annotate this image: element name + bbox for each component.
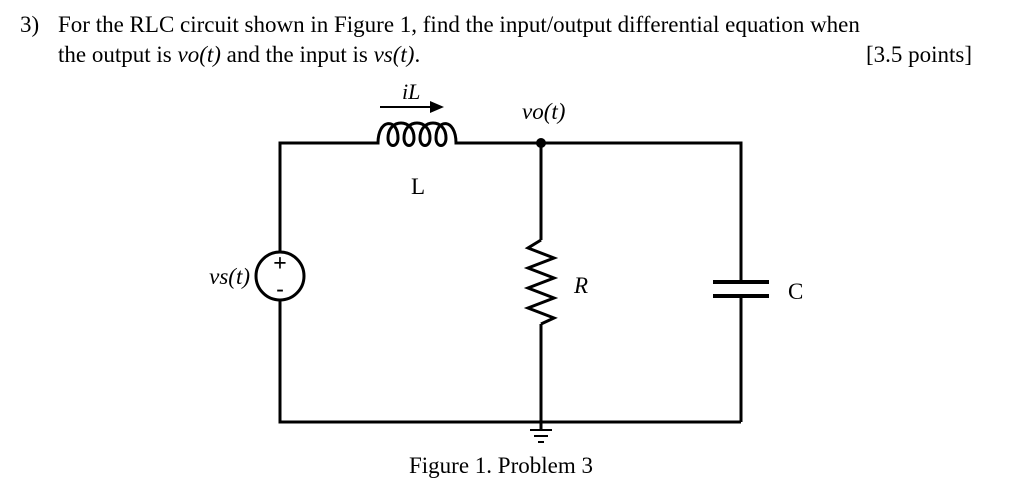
problem-line-2: the output is vo(t) and the input is vs(… <box>20 40 1010 70</box>
problem-text-segment: the output is <box>58 42 178 67</box>
problem-text-segment: . <box>414 42 421 67</box>
ground-symbol <box>530 429 552 443</box>
inductor-symbol <box>372 121 466 147</box>
node-dot <box>536 138 546 148</box>
source-label: vs(t) <box>209 264 250 289</box>
node-voltage-label: vo(t) <box>522 99 565 124</box>
current-label: iL <box>402 79 420 104</box>
resistor-symbol <box>523 238 559 326</box>
figure-caption: Figure 1. Problem 3 <box>409 453 593 478</box>
problem-text-line-1: For the RLC circuit shown in Figure 1, f… <box>58 12 860 37</box>
source-minus-sign: - <box>276 276 283 301</box>
resistor-label: R <box>573 273 588 298</box>
problem-text-line-2: the output is vo(t) and the input is vs(… <box>58 40 420 70</box>
current-arrow-head <box>430 101 444 113</box>
problem-line-1: 3) For the RLC circuit shown in Figure 1… <box>20 10 1010 40</box>
wire-bottom <box>278 300 741 424</box>
points-label: [3.5 points] <box>865 42 972 67</box>
inductor-label: L <box>411 174 425 199</box>
wire-top-left <box>278 141 372 300</box>
wire-top-right <box>466 141 743 282</box>
capacitor-label: C <box>788 279 803 304</box>
input-variable: vs(t) <box>373 42 415 67</box>
voltage-source-symbol <box>254 250 306 302</box>
problem-text-segment: and the input is <box>220 42 374 67</box>
output-variable: vo(t) <box>177 42 221 67</box>
source-plus-sign: + <box>273 251 287 277</box>
problem-number: 3) <box>20 12 40 37</box>
problem-statement: 3) For the RLC circuit shown in Figure 1… <box>20 10 1010 70</box>
